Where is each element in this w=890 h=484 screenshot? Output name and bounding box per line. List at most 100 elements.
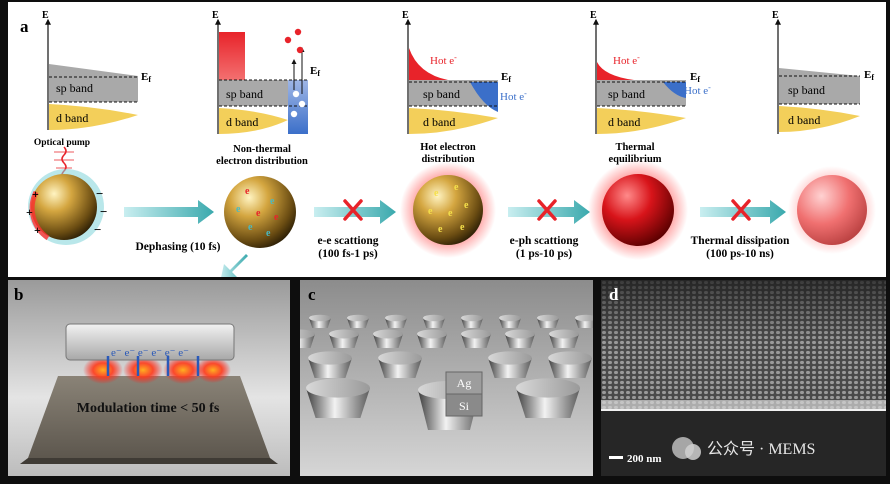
stage-title-nonthermal-2: electron distribution [216, 156, 308, 167]
sp-band-label: sp band [788, 83, 825, 97]
modulation-time-label: Modulation time < 50 fs [77, 401, 220, 416]
energy-diagram-5: E sp band d band Ef [772, 10, 874, 134]
panel-b: e⁻ e⁻ e⁻ e⁻ e⁻ e⁻ Modulation time < 50 f… [8, 280, 290, 476]
pillar-cap [499, 314, 521, 322]
process-dephasing: Dephasing (10 fs) [136, 241, 221, 253]
energy-diagram-4: E Hot e- Hot e- sp band d band Ef [590, 10, 711, 134]
panel-d: 200 nm 公众号 · MEMS d [601, 280, 886, 476]
hot-electron-region [219, 32, 245, 80]
process-ee-1: e-e scattiong [318, 235, 379, 247]
hot-electron-region [597, 62, 634, 80]
panel-b-drawing: e⁻ e⁻ e⁻ e⁻ e⁻ e⁻ Modulation time < 50 f… [8, 280, 290, 476]
hole-region [663, 82, 686, 98]
scale-bar [609, 456, 623, 459]
pillar-cap [516, 378, 580, 398]
pillar-cap [423, 314, 445, 322]
pillar-cap [417, 329, 447, 339]
electron-labels: e⁻ e⁻ e⁻ e⁻ e⁻ e⁻ [111, 347, 189, 359]
electron-mark: e [270, 196, 275, 207]
stage-title-nonthermal-1: Non-thermal [233, 144, 291, 155]
pillar-cap [537, 314, 559, 322]
arrow-dephasing [124, 200, 214, 224]
electron-arrows [106, 356, 200, 376]
metal-disk [65, 323, 235, 361]
pillar-array [300, 314, 593, 418]
electron-mark: e [274, 212, 279, 223]
electron-mark: e [428, 206, 433, 217]
sphere-nonthermal: e e e e e e e [224, 176, 296, 248]
watermark-text: 公众号 · MEMS [707, 440, 815, 458]
pillar-cap [378, 351, 422, 365]
plus-sign: + [26, 205, 33, 219]
electron-mark: e [266, 228, 271, 239]
pillar-cap [308, 351, 352, 365]
fermi-label: Ef [501, 71, 511, 84]
pillar-cap [300, 329, 315, 339]
arrow-eph-scattering [508, 199, 590, 224]
panel-c-drawing: Ag Si c [300, 280, 593, 476]
fermi-label: Ef [690, 71, 700, 84]
hot-electron-region [409, 48, 448, 80]
electron-mark: e [438, 224, 443, 235]
fermi-label: Ef [141, 71, 151, 84]
hot-e-label: Hot e- [500, 89, 527, 103]
pillar-cap [461, 314, 483, 322]
panel-a-label: a [20, 17, 29, 36]
cross-icon [731, 199, 751, 221]
pillar-cap [329, 329, 359, 339]
hot-electron-dot [284, 36, 292, 44]
d-band-label: d band [788, 113, 820, 127]
sem-cross-section [601, 410, 886, 476]
electron-mark: e [236, 204, 241, 215]
d-band-label: d band [423, 115, 455, 129]
substrate-trapezoid [28, 376, 270, 458]
fermi-label: Ef [864, 69, 874, 82]
d-band-label: d band [56, 111, 88, 125]
minus-sign: − [96, 186, 103, 201]
cross-icon [343, 199, 363, 221]
arrow-ee-scattering [314, 199, 396, 224]
energy-diagram-1: E sp band d band Ef [42, 10, 151, 130]
pillar-cap [306, 378, 370, 398]
process-ee-2: (100 fs-1 ps) [318, 248, 378, 260]
electron-mark: e [460, 222, 465, 233]
hole-dot [298, 100, 306, 108]
axis-e-label: E [772, 10, 779, 21]
electron-mark: e [434, 188, 439, 199]
scale-label: 200 nm [627, 453, 662, 465]
stage-title-thermal-1: Thermal [615, 142, 654, 153]
panel-d-label: d [609, 285, 619, 304]
watermark: 公众号 · MEMS [672, 437, 815, 460]
sp-band-label: sp band [56, 81, 93, 95]
pillar-cap [505, 329, 535, 339]
stage-title-hot-1: Hot electron [420, 142, 476, 153]
process-dissipation-1: Thermal dissipation [691, 235, 790, 247]
arrow-to-panel-b [220, 254, 248, 282]
sp-band-label: sp band [608, 87, 645, 101]
pillar-cap [549, 329, 579, 339]
panel-a: a E sp band d band Ef E [8, 2, 886, 282]
hot-e-label: Hot e- [430, 53, 457, 67]
panel-c-label: c [308, 285, 316, 304]
pillar-cap [488, 351, 532, 365]
minus-sign: − [100, 204, 107, 219]
pillar-cap [575, 314, 593, 322]
cut-pillar: Ag Si [418, 371, 483, 430]
pillar-cap [373, 329, 403, 339]
ag-label: Ag [457, 376, 472, 390]
axis-e-label: E [402, 10, 409, 21]
si-label: Si [459, 399, 470, 413]
pillar-cap [385, 314, 407, 322]
plus-sign: + [32, 187, 39, 201]
hot-electron-dot [294, 28, 302, 36]
hole-dot [292, 90, 300, 98]
sphere-thermal-equilibrium [588, 160, 688, 260]
panel-a-drawing: a E sp band d band Ef E [20, 10, 876, 282]
process-dissipation-2: (100 ps-10 ns) [706, 248, 774, 260]
fermi-label: Ef [310, 65, 320, 78]
energy-diagram-2: E sp band d band Ef [212, 10, 320, 134]
d-band-label: d band [226, 115, 258, 129]
electron-mark: e [448, 208, 453, 219]
electron-mark: e [454, 182, 459, 193]
